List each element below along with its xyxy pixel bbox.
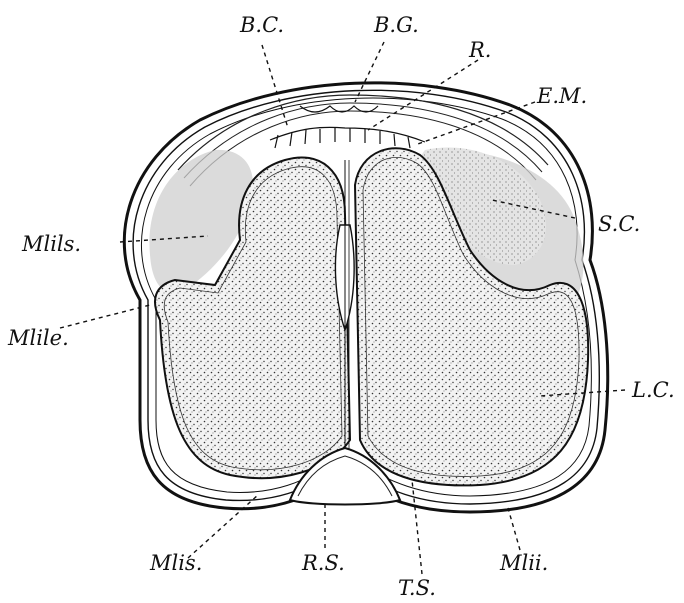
label-ts: T.S. xyxy=(398,578,436,599)
label-lc: L.C. xyxy=(632,380,675,401)
label-mlii: Mlii. xyxy=(500,553,548,574)
dorsal-ribs xyxy=(270,106,425,148)
label-rs: R.S. xyxy=(302,553,345,574)
label-mlis: Mlis. xyxy=(150,553,202,574)
label-em: E.M. xyxy=(537,86,587,107)
label-bg: B.G. xyxy=(374,15,419,36)
label-mlile: Mlile. xyxy=(8,328,69,349)
label-sc: S.C. xyxy=(598,214,640,235)
label-r: R. xyxy=(469,40,492,61)
label-bc: B.C. xyxy=(240,15,284,36)
label-mlils: Mlils. xyxy=(22,234,81,255)
